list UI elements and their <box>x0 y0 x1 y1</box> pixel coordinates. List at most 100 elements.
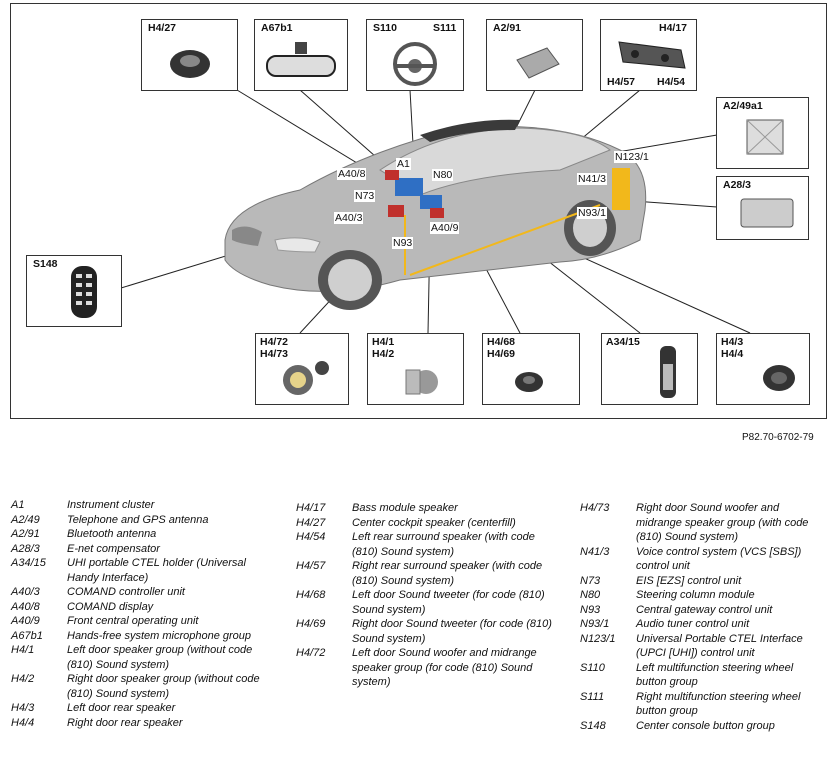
bass-module-icon <box>618 41 686 69</box>
legend-description: Center cockpit speaker (centerfill) <box>352 516 516 529</box>
component-label-h4-4: H4/4 <box>721 348 744 360</box>
component-label-h4-68: H4/68 <box>487 336 516 348</box>
legend-code: A1 <box>11 499 25 511</box>
legend-row: H4/27 Center cockpit speaker (centerfill) <box>296 516 562 531</box>
legend-description: EIS [EZS] control unit <box>636 574 742 587</box>
legend-code: H4/27 <box>296 516 326 529</box>
legend-row: H4/1 Left door speaker group (without cod… <box>11 643 277 672</box>
legend-description: Voice control system (VCS [SBS]) control… <box>636 545 802 573</box>
legend-description: Steering column module <box>636 589 755 601</box>
car-code-n73: N73 <box>354 190 376 202</box>
legend-description: Right rear surround speaker (with code (… <box>352 560 543 587</box>
legend-description: Left door Sound woofer and midrange spea… <box>352 647 537 688</box>
component-box-s110-s111: S110 S111 <box>366 19 464 91</box>
component-box-h4-1-h4-2: H4/1 H4/2 <box>367 333 464 405</box>
rear-speaker-icon <box>763 365 795 391</box>
car-code-n41-3: N41/3 <box>577 173 608 185</box>
car-code-n123-1: N123/1 <box>614 151 650 163</box>
legend-description: Central gateway control unit <box>636 603 773 616</box>
legend-code: N73 <box>580 574 601 587</box>
phone-holder-icon <box>660 346 676 398</box>
component-box-h4-3-h4-4: H4/3 H4/4 <box>716 333 810 405</box>
legend-code: N80 <box>580 589 601 601</box>
legend-description: Left door rear speaker <box>67 702 176 714</box>
legend-code: A40/8 <box>11 600 40 613</box>
legend-code: S111 <box>580 690 605 703</box>
car-code-n93-1: N93/1 <box>577 207 608 219</box>
compensator-icon <box>740 198 794 228</box>
legend-code: A40/3 <box>11 586 40 598</box>
legend-description: Left door speaker group (without code (8… <box>67 644 253 671</box>
legend-description: UHI portable CTEL holder (Universal Hand… <box>67 557 246 584</box>
legend-code: H4/3 <box>11 702 35 714</box>
legend-row: H4/3 Left door rear speaker <box>11 701 277 716</box>
car-code-a40-9: A40/9 <box>430 222 460 234</box>
component-label-h4-73: H4/73 <box>260 348 289 360</box>
component-label-h4-54: H4/54 <box>657 76 686 88</box>
steering-wheel-icon <box>393 42 437 86</box>
legend-description: Right door speaker group (without code (… <box>67 673 260 700</box>
component-label-h4-3: H4/3 <box>721 336 744 348</box>
car-code-a40-3: A40/3 <box>334 212 364 224</box>
legend-description: Left multifunction steering wheel button… <box>636 661 794 689</box>
legend-description: Right door Sound woofer and midrange spe… <box>636 502 809 543</box>
component-box-h4-27: H4/27 <box>141 19 238 91</box>
component-label-a2-91: A2/91 <box>493 22 522 34</box>
component-label-a67b1: A67b1 <box>261 22 293 34</box>
legend-description: Telephone and GPS antenna <box>67 513 209 526</box>
legend-description: Front central operating unit <box>67 615 199 627</box>
legend-row: H4/2 Right door speaker group (without co… <box>11 672 277 701</box>
legend-row: S111 Right multifunction steering wheel b… <box>580 690 826 719</box>
component-label-a28-3: A28/3 <box>723 179 752 191</box>
legend-description: Right door rear speaker <box>67 716 183 729</box>
component-label-a2-49a1: A2/49a1 <box>723 100 763 112</box>
component-label-h4-17: H4/17 <box>659 22 688 34</box>
legend-code: H4/2 <box>11 673 35 685</box>
car-code-a1: A1 <box>396 158 411 170</box>
legend-code: H4/57 <box>296 560 326 572</box>
legend-row: N80 Steering column module <box>580 588 826 603</box>
component-box-a2-49a1: A2/49a1 <box>716 97 809 169</box>
legend-description: Right multifunction steering wheel butto… <box>636 690 801 718</box>
legend-row: N41/3 Voice control system (VCS [SBS]) co… <box>580 545 826 574</box>
legend-row: H4/57 Right rear surround speaker (with c… <box>296 559 562 588</box>
antenna-icon <box>516 47 560 79</box>
speaker-icon <box>170 50 210 78</box>
door-speaker-icon <box>405 369 438 395</box>
component-box-h4-72-h4-73: H4/72 H4/73 <box>255 333 349 405</box>
mirror-icon <box>266 42 336 77</box>
legend-description: Bass module speaker <box>352 502 458 514</box>
component-label-a34-15: A34/15 <box>606 336 640 348</box>
legend-code: N41/3 <box>580 545 610 558</box>
component-label-h4-2: H4/2 <box>372 348 395 360</box>
legend-description: Bluetooth antenna <box>67 528 157 540</box>
component-box-a28-3: A28/3 <box>716 176 809 240</box>
legend-description: Left door Sound tweeter (for code (810) … <box>352 589 545 616</box>
component-label-s111: S111 <box>433 22 457 34</box>
legend-code: H4/1 <box>11 644 35 656</box>
legend-description: COMAND controller unit <box>67 586 185 598</box>
car-code-n80: N80 <box>432 169 454 181</box>
legend-column-3: H4/73 Right door Sound woofer and midrang… <box>580 501 826 733</box>
woofer-icon <box>283 361 329 395</box>
component-box-h4-17: H4/17 H4/57 H4/54 <box>600 19 697 91</box>
legend-description: Right door Sound tweeter (for code (810)… <box>352 618 552 645</box>
legend-row: N73 EIS [EZS] control unit <box>580 574 826 589</box>
component-box-s148: S148 <box>26 255 122 327</box>
legend-code: H4/73 <box>580 502 610 514</box>
